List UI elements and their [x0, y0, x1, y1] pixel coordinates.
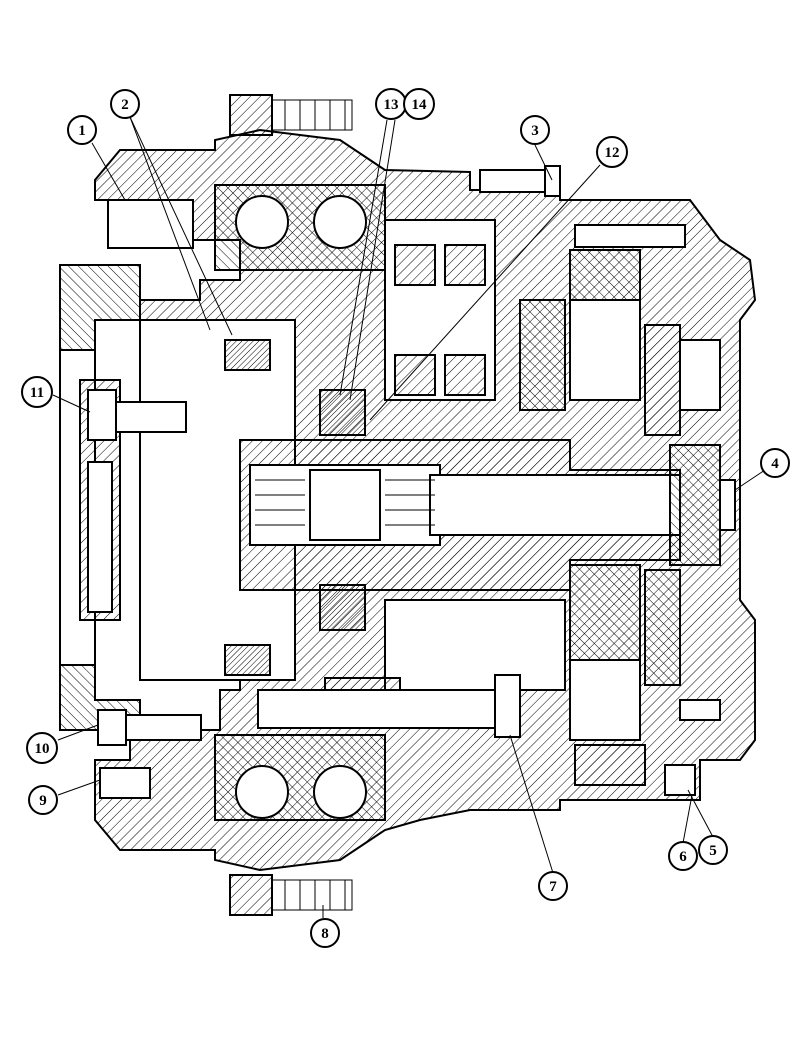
svg-text:8: 8	[321, 926, 329, 942]
callout-14: 14	[403, 88, 435, 120]
callout-9: 9	[28, 785, 58, 815]
leader-14	[349, 119, 396, 401]
leader-13	[339, 119, 388, 396]
callout-10: 10	[26, 732, 58, 764]
spline	[255, 479, 435, 526]
leader-7	[509, 734, 554, 874]
leader-9	[57, 779, 101, 796]
svg-text:6: 6	[679, 849, 687, 865]
leader-6	[682, 794, 693, 844]
svg-text:7: 7	[549, 879, 557, 895]
svg-text:3: 3	[531, 123, 539, 139]
ring-gear-bottom	[384, 564, 721, 786]
callout-2: 2	[110, 89, 140, 119]
callout-5: 5	[698, 835, 728, 865]
svg-text:9: 9	[39, 793, 47, 809]
bottom-ball-bearing	[214, 734, 386, 821]
planet-gear-top	[384, 219, 721, 436]
svg-text:4: 4	[771, 456, 779, 472]
callout-12: 12	[596, 136, 628, 168]
leader-4	[734, 469, 766, 491]
leader-1	[91, 142, 126, 201]
end-cap	[59, 264, 141, 731]
callout-7: 7	[538, 871, 568, 901]
callout-1: 1	[67, 115, 97, 145]
leader-3	[534, 144, 553, 181]
leader-lines	[52, 116, 766, 918]
callout-11: 11	[21, 376, 53, 408]
leader-5	[687, 789, 714, 838]
callout-13: 13	[375, 88, 407, 120]
callout-6: 6	[668, 841, 698, 871]
svg-text:10: 10	[35, 741, 50, 757]
callout-4: 4	[760, 448, 790, 478]
bolts	[87, 94, 696, 916]
top-ball-bearing	[214, 184, 386, 271]
brake-disc-pack	[224, 339, 366, 676]
svg-text:11: 11	[30, 385, 44, 401]
svg-text:5: 5	[709, 843, 717, 859]
callout-3: 3	[520, 115, 550, 145]
svg-text:1: 1	[78, 123, 86, 139]
svg-text:12: 12	[605, 145, 620, 161]
leader-10	[57, 724, 99, 741]
leader-2a	[129, 116, 211, 331]
svg-text:14: 14	[412, 97, 428, 113]
svg-text:2: 2	[121, 97, 129, 113]
leader-11	[52, 394, 91, 413]
leader-12	[369, 164, 601, 421]
callout-8: 8	[310, 918, 340, 948]
leader-2b	[129, 116, 233, 336]
svg-text:13: 13	[384, 97, 399, 113]
